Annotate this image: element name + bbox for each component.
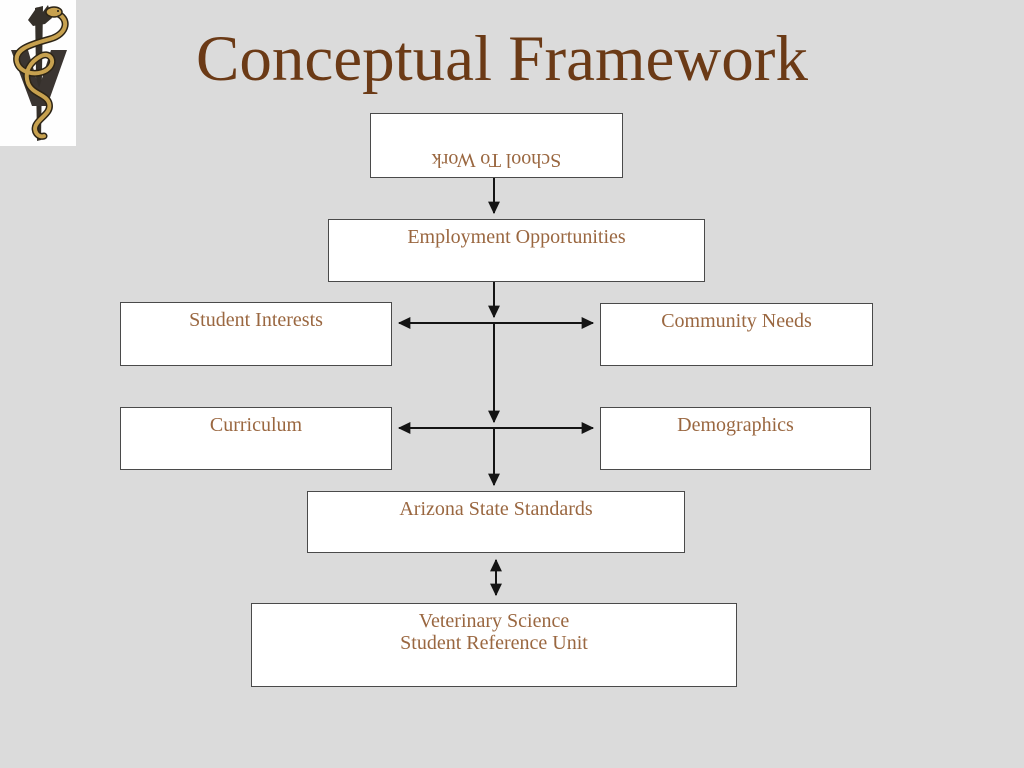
node-curriculum: Curriculum bbox=[120, 407, 392, 470]
node-arizona-state-standards-inner: Arizona State Standards bbox=[308, 492, 684, 552]
node-label: Arizona State Standards bbox=[399, 498, 593, 520]
node-label-line2: Student Reference Unit bbox=[400, 631, 588, 654]
logo-box bbox=[0, 0, 76, 146]
node-label: Community Needs bbox=[661, 310, 812, 332]
veterinary-caduceus-icon bbox=[0, 0, 76, 146]
node-label: Curriculum bbox=[209, 414, 303, 436]
node-label-line1: Veterinary Science bbox=[418, 610, 570, 632]
node-veterinary-inner: Veterinary Science Student Reference Uni… bbox=[252, 604, 736, 686]
node-community-needs: Community Needs bbox=[600, 303, 873, 366]
node-label: Employment Opportunities bbox=[407, 226, 626, 248]
node-demographics-inner: Demographics bbox=[601, 408, 870, 469]
page-title: Conceptual Framework bbox=[196, 23, 808, 95]
node-label: School To Work bbox=[431, 149, 562, 171]
node-student-interests: Student Interests bbox=[120, 302, 392, 366]
node-employment-opportunities-inner: Employment Opportunities bbox=[329, 220, 704, 281]
node-employment-opportunities: Employment Opportunities bbox=[328, 219, 705, 282]
node-school-to-work-inner: School To Work bbox=[371, 114, 622, 177]
node-demographics: Demographics bbox=[600, 407, 871, 470]
node-label: Student Interests bbox=[189, 309, 323, 331]
node-curriculum-inner: Curriculum bbox=[121, 408, 391, 469]
node-arizona-state-standards: Arizona State Standards bbox=[307, 491, 685, 553]
node-school-to-work: School To Work bbox=[370, 113, 623, 178]
node-community-needs-inner: Community Needs bbox=[601, 304, 872, 365]
node-veterinary-science-student-reference-unit: Veterinary Science Student Reference Uni… bbox=[251, 603, 737, 687]
node-label: Demographics bbox=[677, 414, 794, 436]
node-student-interests-inner: Student Interests bbox=[121, 303, 391, 365]
